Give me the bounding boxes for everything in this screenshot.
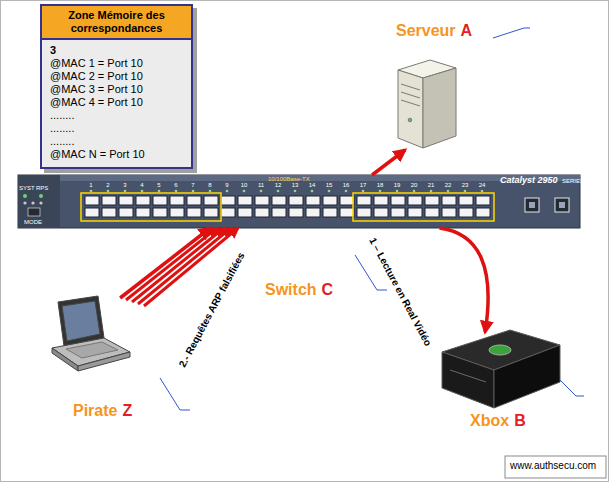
table-row: @MAC 1 = Port 10: [50, 57, 183, 70]
device-caption: Serveur A: [396, 22, 472, 40]
switch-body: [18, 175, 580, 228]
device-name: Pirate: [73, 402, 117, 419]
port-number: 20: [411, 182, 418, 188]
port-number: 24: [479, 182, 486, 188]
xbox-icon: [442, 330, 560, 408]
watermark-box: [505, 456, 606, 478]
red-arrow: [440, 228, 489, 332]
edge-label: 1 – Lecture en Real Vidéo: [365, 234, 434, 350]
port-number: 3: [123, 182, 126, 188]
port-number: 11: [258, 182, 264, 188]
panel-label: RPS: [36, 185, 48, 191]
red-arrow: [372, 150, 405, 175]
table-row: @MAC 3 = Port 10: [50, 83, 183, 96]
port-number: 21: [428, 182, 435, 188]
port-number: 14: [309, 182, 316, 188]
port-number: 18: [377, 182, 384, 188]
port-number: 23: [462, 182, 469, 188]
port-number: 16: [343, 182, 350, 188]
laptop-icon: [52, 296, 130, 371]
device-name: Switch: [265, 281, 317, 298]
port-number: 19: [394, 182, 401, 188]
port-number: 2: [106, 182, 109, 188]
server-node: ServeurA: [396, 58, 456, 150]
port-number: 15: [326, 182, 333, 188]
device-letter: C: [322, 281, 334, 298]
port-number: 9: [225, 182, 228, 188]
port-number: 12: [275, 182, 282, 188]
device-caption: Pirate Z: [73, 402, 132, 420]
watermark: www.authsecu.com: [510, 461, 596, 471]
port-number: 1: [89, 182, 92, 188]
device-caption: Xbox B: [470, 412, 526, 430]
port-number: 17: [360, 182, 367, 188]
port-number: 10: [241, 182, 248, 188]
panel-label: SYST: [19, 185, 35, 191]
decor-stroke: [160, 28, 584, 410]
table-body: 3@MAC 1 = Port 10@MAC 2 = Port 10@MAC 3 …: [42, 40, 191, 167]
port-number: 6: [174, 182, 177, 188]
panel-label: 10/100Base-TX: [268, 176, 310, 182]
panel-label: Catalyst 2950: [500, 176, 558, 185]
table-row: ........: [50, 122, 183, 135]
device-letter: B: [514, 412, 526, 429]
table-row: 3: [50, 44, 183, 57]
table-row: ........: [50, 135, 183, 148]
port-number: 8: [208, 182, 211, 188]
port-number: 22: [445, 182, 452, 188]
table-row: @MAC 4 = Port 10: [50, 96, 183, 109]
server-icon: [398, 60, 456, 148]
laptop-node: PirateZ: [48, 298, 130, 376]
panel-label: MODE: [24, 219, 42, 225]
device-caption: Switch C: [265, 281, 333, 299]
edge-label: 2.- Requêtes ARP falsifiées: [176, 249, 249, 372]
device-name: Xbox: [470, 412, 509, 429]
xbox-node: XboxB: [440, 332, 562, 412]
port-number: 7: [191, 182, 194, 188]
panel-label: SERIES: [562, 178, 584, 184]
port-number: 4: [140, 182, 143, 188]
port-number: 13: [292, 182, 299, 188]
device-letter: Z: [122, 402, 132, 419]
port-number: 5: [157, 182, 160, 188]
table-row: @MAC N = Port 10: [50, 148, 183, 161]
memory-table: Zone Mémoire des correspondances3@MAC 1 …: [40, 4, 193, 169]
device-name: Serveur: [396, 22, 456, 39]
device-letter: A: [461, 22, 473, 39]
switch-node: SwitchC: [18, 175, 580, 228]
red-arrow: [120, 228, 210, 298]
table-row: @MAC 2 = Port 10: [50, 70, 183, 83]
table-heading: Zone Mémoire des correspondances: [42, 6, 191, 40]
table-row: ........: [50, 109, 183, 122]
